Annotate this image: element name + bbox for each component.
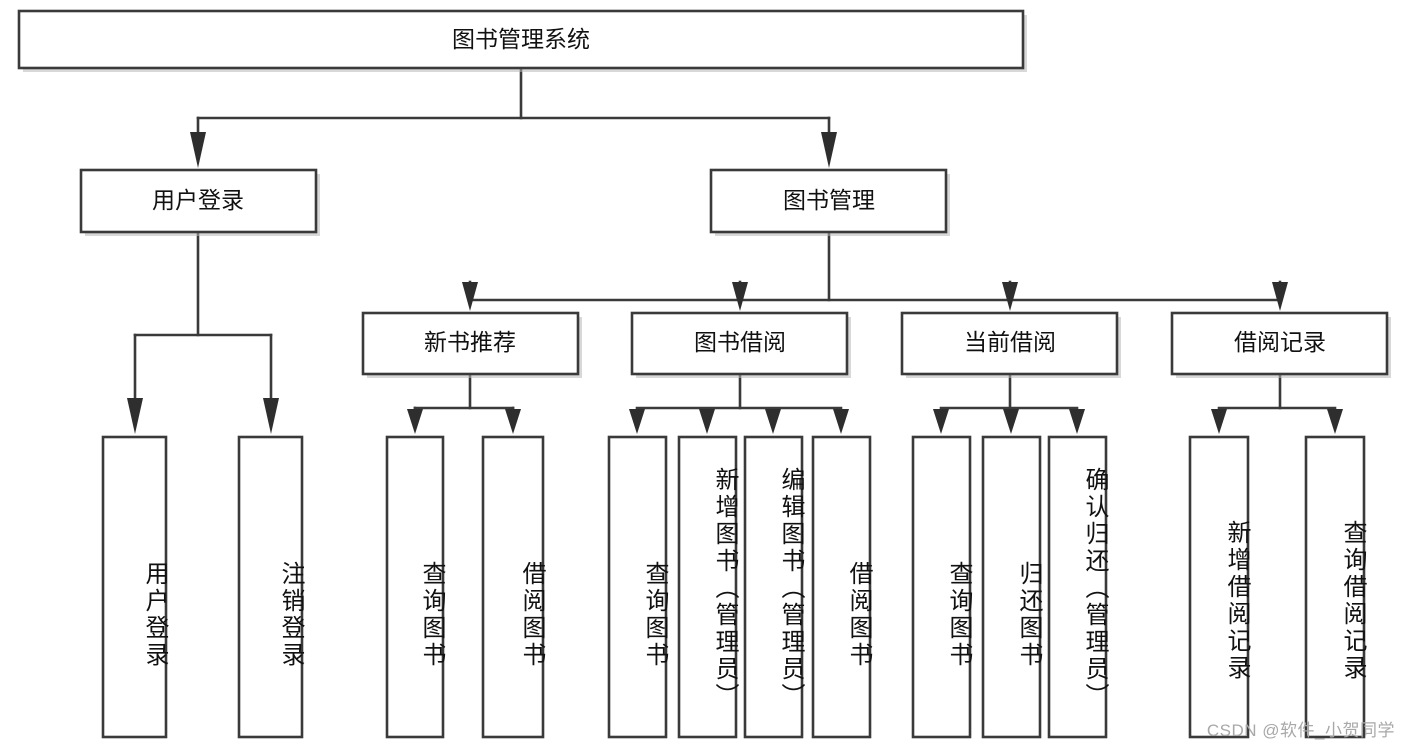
arrow-head-cb-leaf-1 (933, 409, 949, 434)
node-box-book-borrow[interactable] (630, 311, 849, 376)
arrow-head-book-mgmt (821, 132, 837, 168)
node-box-leaf-query-borrow-record[interactable] (1304, 435, 1366, 739)
node-box-user-login[interactable] (79, 168, 318, 234)
arrow-head-nbr-leaf-2 (505, 409, 521, 434)
node-box-leaf-return-book[interactable] (981, 435, 1042, 739)
node-box-current-borrow[interactable] (900, 311, 1119, 376)
arrow-head-bb-leaf-3 (765, 409, 781, 434)
node-label-root: 图书管理系统 (452, 26, 590, 52)
connector-layer (127, 66, 1343, 434)
node-box-leaf-query-book-nbr[interactable] (385, 435, 445, 739)
arrow-head-leaf-logout (263, 398, 279, 434)
node-label-new-book-recommend: 新书推荐 (424, 329, 516, 355)
node-box-leaf-add-book-admin[interactable] (677, 435, 738, 739)
node-label-user-login: 用户登录 (152, 187, 244, 213)
arrow-head-nbr-leaf-1 (407, 409, 423, 434)
arrow-head-br-leaf-1 (1211, 409, 1227, 434)
arrow-head-current-borrow (1002, 282, 1018, 311)
node-box-borrow-record[interactable] (1170, 311, 1389, 376)
node-box-leaf-query-book-bb[interactable] (607, 435, 668, 739)
node-box-leaf-add-borrow-record[interactable] (1188, 435, 1250, 739)
arrow-head-user-login (190, 132, 206, 168)
watermark-text: CSDN @软件_小贺同学 (1206, 721, 1395, 740)
arrow-head-cb-leaf-3 (1069, 409, 1085, 434)
node-layer: 图书管理系统 用户登录 图书管理 新书推荐 图书借阅 当前借阅 借阅记录 (17, 9, 1391, 739)
node-box-leaf-user-login[interactable] (101, 435, 168, 739)
node-box-leaf-query-book-cb[interactable] (911, 435, 972, 739)
node-box-leaf-borrow-book-nbr[interactable] (481, 435, 545, 739)
node-box-leaf-edit-book-admin[interactable] (743, 435, 804, 739)
arrow-head-bb-leaf-1 (629, 409, 645, 434)
arrow-head-leaf-user-login (127, 398, 143, 434)
node-label-current-borrow: 当前借阅 (964, 329, 1056, 355)
node-label-book-management: 图书管理 (783, 187, 875, 213)
arrow-head-bb-leaf-4 (833, 409, 849, 434)
node-box-leaf-confirm-return-admin[interactable] (1047, 435, 1108, 739)
arrow-head-borrow-record (1272, 282, 1288, 311)
arrow-head-cb-leaf-2 (1003, 409, 1019, 434)
node-box-leaf-borrow-book-bb[interactable] (811, 435, 872, 739)
node-box-leaf-logout-login[interactable] (237, 435, 304, 739)
arrow-head-br-leaf-2 (1327, 409, 1343, 434)
node-box-new-book-recommend[interactable] (361, 311, 580, 376)
arrow-head-book-borrow (732, 282, 748, 311)
node-label-borrow-record: 借阅记录 (1234, 329, 1326, 355)
leaf-box-layer (101, 435, 1366, 739)
arrow-head-new-book-rec (462, 282, 478, 311)
arrow-head-bb-leaf-2 (699, 409, 715, 434)
node-box-root[interactable] (17, 9, 1025, 70)
node-label-book-borrow: 图书借阅 (694, 329, 786, 355)
node-box-book-management[interactable] (709, 168, 948, 234)
